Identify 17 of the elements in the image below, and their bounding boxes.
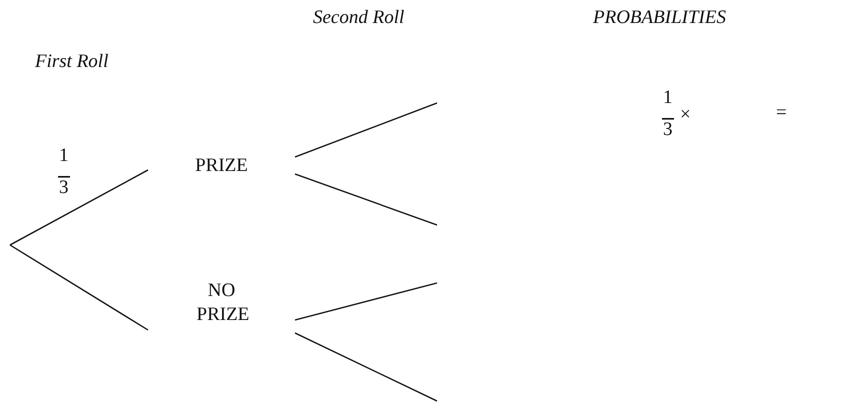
branch-line	[10, 169, 148, 246]
branch-line	[294, 173, 438, 226]
column-heading: Second Roll	[313, 8, 404, 29]
outcome-label: PRIZE	[195, 154, 248, 178]
numerator: 1	[663, 88, 672, 109]
outcome-label: NO PRIZE	[196, 279, 246, 327]
equals-sign: =	[776, 103, 787, 124]
branch-line	[10, 244, 148, 331]
numerator: 1	[59, 146, 68, 167]
branch-line	[294, 282, 438, 321]
branch-line	[294, 102, 438, 158]
denominator: 3	[663, 120, 672, 141]
times-sign: ×	[680, 105, 691, 126]
branch-line	[294, 332, 438, 402]
denominator: 3	[59, 178, 68, 199]
column-heading: First Roll	[35, 52, 108, 73]
column-heading: PROBABILITIES	[593, 8, 726, 29]
